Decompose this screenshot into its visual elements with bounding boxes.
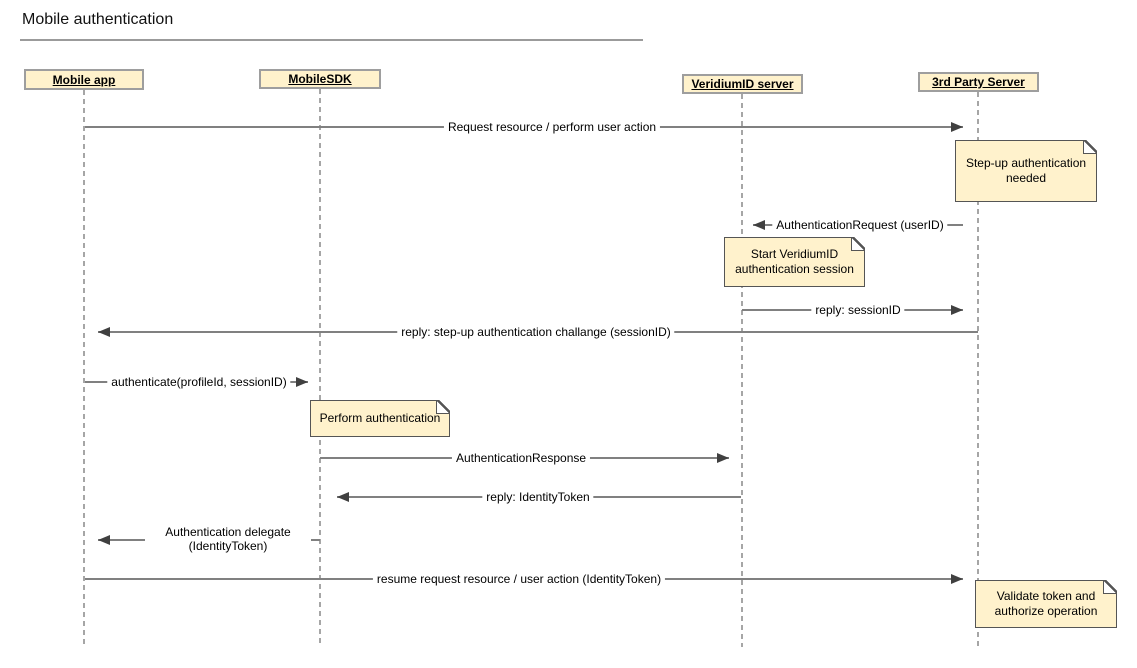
arrowhead-left-icon (753, 220, 765, 230)
note-text: Step-up authentication needed (965, 156, 1087, 185)
diagram-title: Mobile authentication (22, 11, 174, 28)
actor-veridiumid-server: VeridiumID server (682, 74, 803, 94)
note-text: Perform authentication (319, 411, 441, 425)
lifeline-3rd-party-server (977, 92, 979, 647)
message-label-resume-request: resume request resource / user action (I… (372, 571, 666, 587)
message-label-authenticate: authenticate(profileId, sessionID) (107, 374, 291, 390)
actor-3rd-party-server-label: 3rd Party Server (932, 75, 1025, 89)
arrowhead-left-icon (98, 327, 110, 337)
lifeline-mobilesdk (319, 89, 321, 647)
actor-mobilesdk-label: MobileSDK (288, 72, 352, 86)
lifeline-veridiumid-server (741, 94, 743, 647)
note-start-veridiumid-session: Start VeridiumID authentication session (724, 237, 865, 287)
actor-mobilesdk: MobileSDK (259, 69, 381, 89)
actor-3rd-party-server: 3rd Party Server (918, 72, 1039, 92)
lifeline-mobile-app (83, 90, 85, 647)
message-label-stepup-challenge: reply: step-up authentication challange … (397, 324, 675, 340)
title-underline (20, 39, 643, 41)
note-perform-authentication: Perform authentication (310, 400, 450, 437)
note-text: Validate token and authorize operation (994, 589, 1098, 618)
message-label-authentication-delegate: Authentication delegate (IdentityToken) (145, 525, 311, 554)
message-label-authentication-request: AuthenticationRequest (userID) (772, 217, 948, 233)
message-label-reply-identitytoken: reply: IdentityToken (482, 489, 594, 505)
note-text: Start VeridiumID authentication session (735, 247, 854, 276)
message-label-reply-sessionid: reply: sessionID (811, 302, 905, 318)
arrowhead-left-icon (98, 535, 110, 545)
note-validate-token: Validate token and authorize operation (975, 580, 1117, 628)
message-label-request-resource: Request resource / perform user action (443, 119, 661, 135)
arrowhead-right-icon (951, 122, 963, 132)
arrowhead-right-icon (296, 377, 308, 387)
note-step-up-authentication-needed: Step-up authentication needed (955, 140, 1097, 202)
arrowhead-right-icon (951, 305, 963, 315)
arrowhead-left-icon (337, 492, 349, 502)
actor-veridiumid-server-label: VeridiumID server (691, 77, 794, 91)
arrowhead-right-icon (717, 453, 729, 463)
arrowhead-right-icon (951, 574, 963, 584)
actor-mobile-app: Mobile app (24, 69, 144, 90)
actor-mobile-app-label: Mobile app (52, 72, 116, 87)
message-label-authentication-response: AuthenticationResponse (451, 450, 591, 466)
